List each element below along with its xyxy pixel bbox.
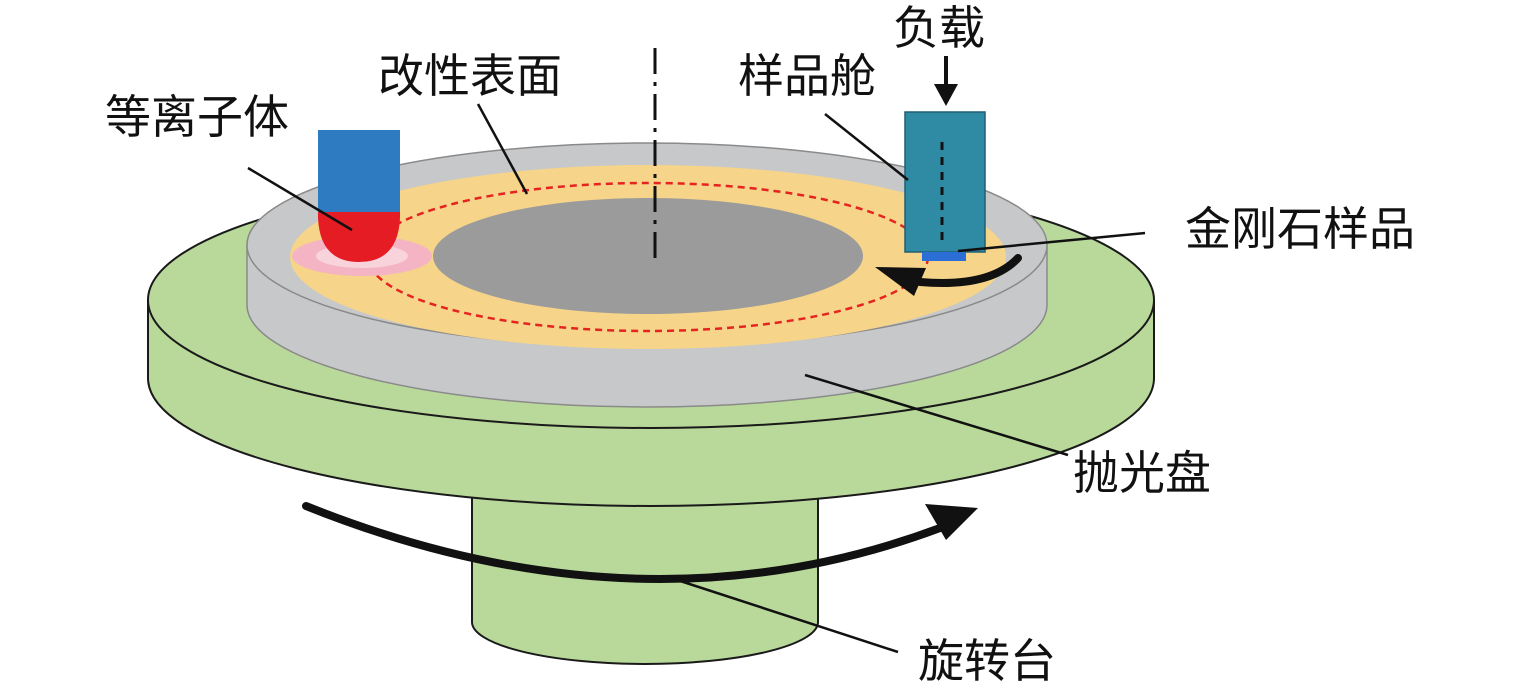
leader-plasma <box>247 166 353 232</box>
label-rotary-table: 旋转台 <box>918 634 1056 688</box>
plasma-nozzle <box>318 130 400 262</box>
sample-rotation-arrow <box>875 254 1022 296</box>
leader-sample-chamber <box>824 113 909 181</box>
sample-chamber <box>904 111 986 261</box>
label-diamond-sample: 金刚石样品 <box>1185 202 1415 256</box>
leader-modified-surface <box>476 103 529 195</box>
load-arrow <box>934 56 958 106</box>
rotary-table-shaft <box>471 469 819 665</box>
label-plasma: 等离子体 <box>105 90 289 144</box>
leader-rotary-table <box>667 575 899 654</box>
turntable-rotation-arrow <box>302 502 978 583</box>
label-polishing-disk: 抛光盘 <box>1073 446 1211 500</box>
disk-center-region <box>433 198 863 314</box>
leader-polishing-disk <box>804 373 1069 457</box>
label-load: 负载 <box>893 1 985 55</box>
leader-diamond-sample <box>957 231 1146 253</box>
label-modified-surface: 改性表面 <box>378 49 562 103</box>
label-sample-chamber: 样品舱 <box>738 49 876 103</box>
leader-lines <box>247 103 1146 654</box>
